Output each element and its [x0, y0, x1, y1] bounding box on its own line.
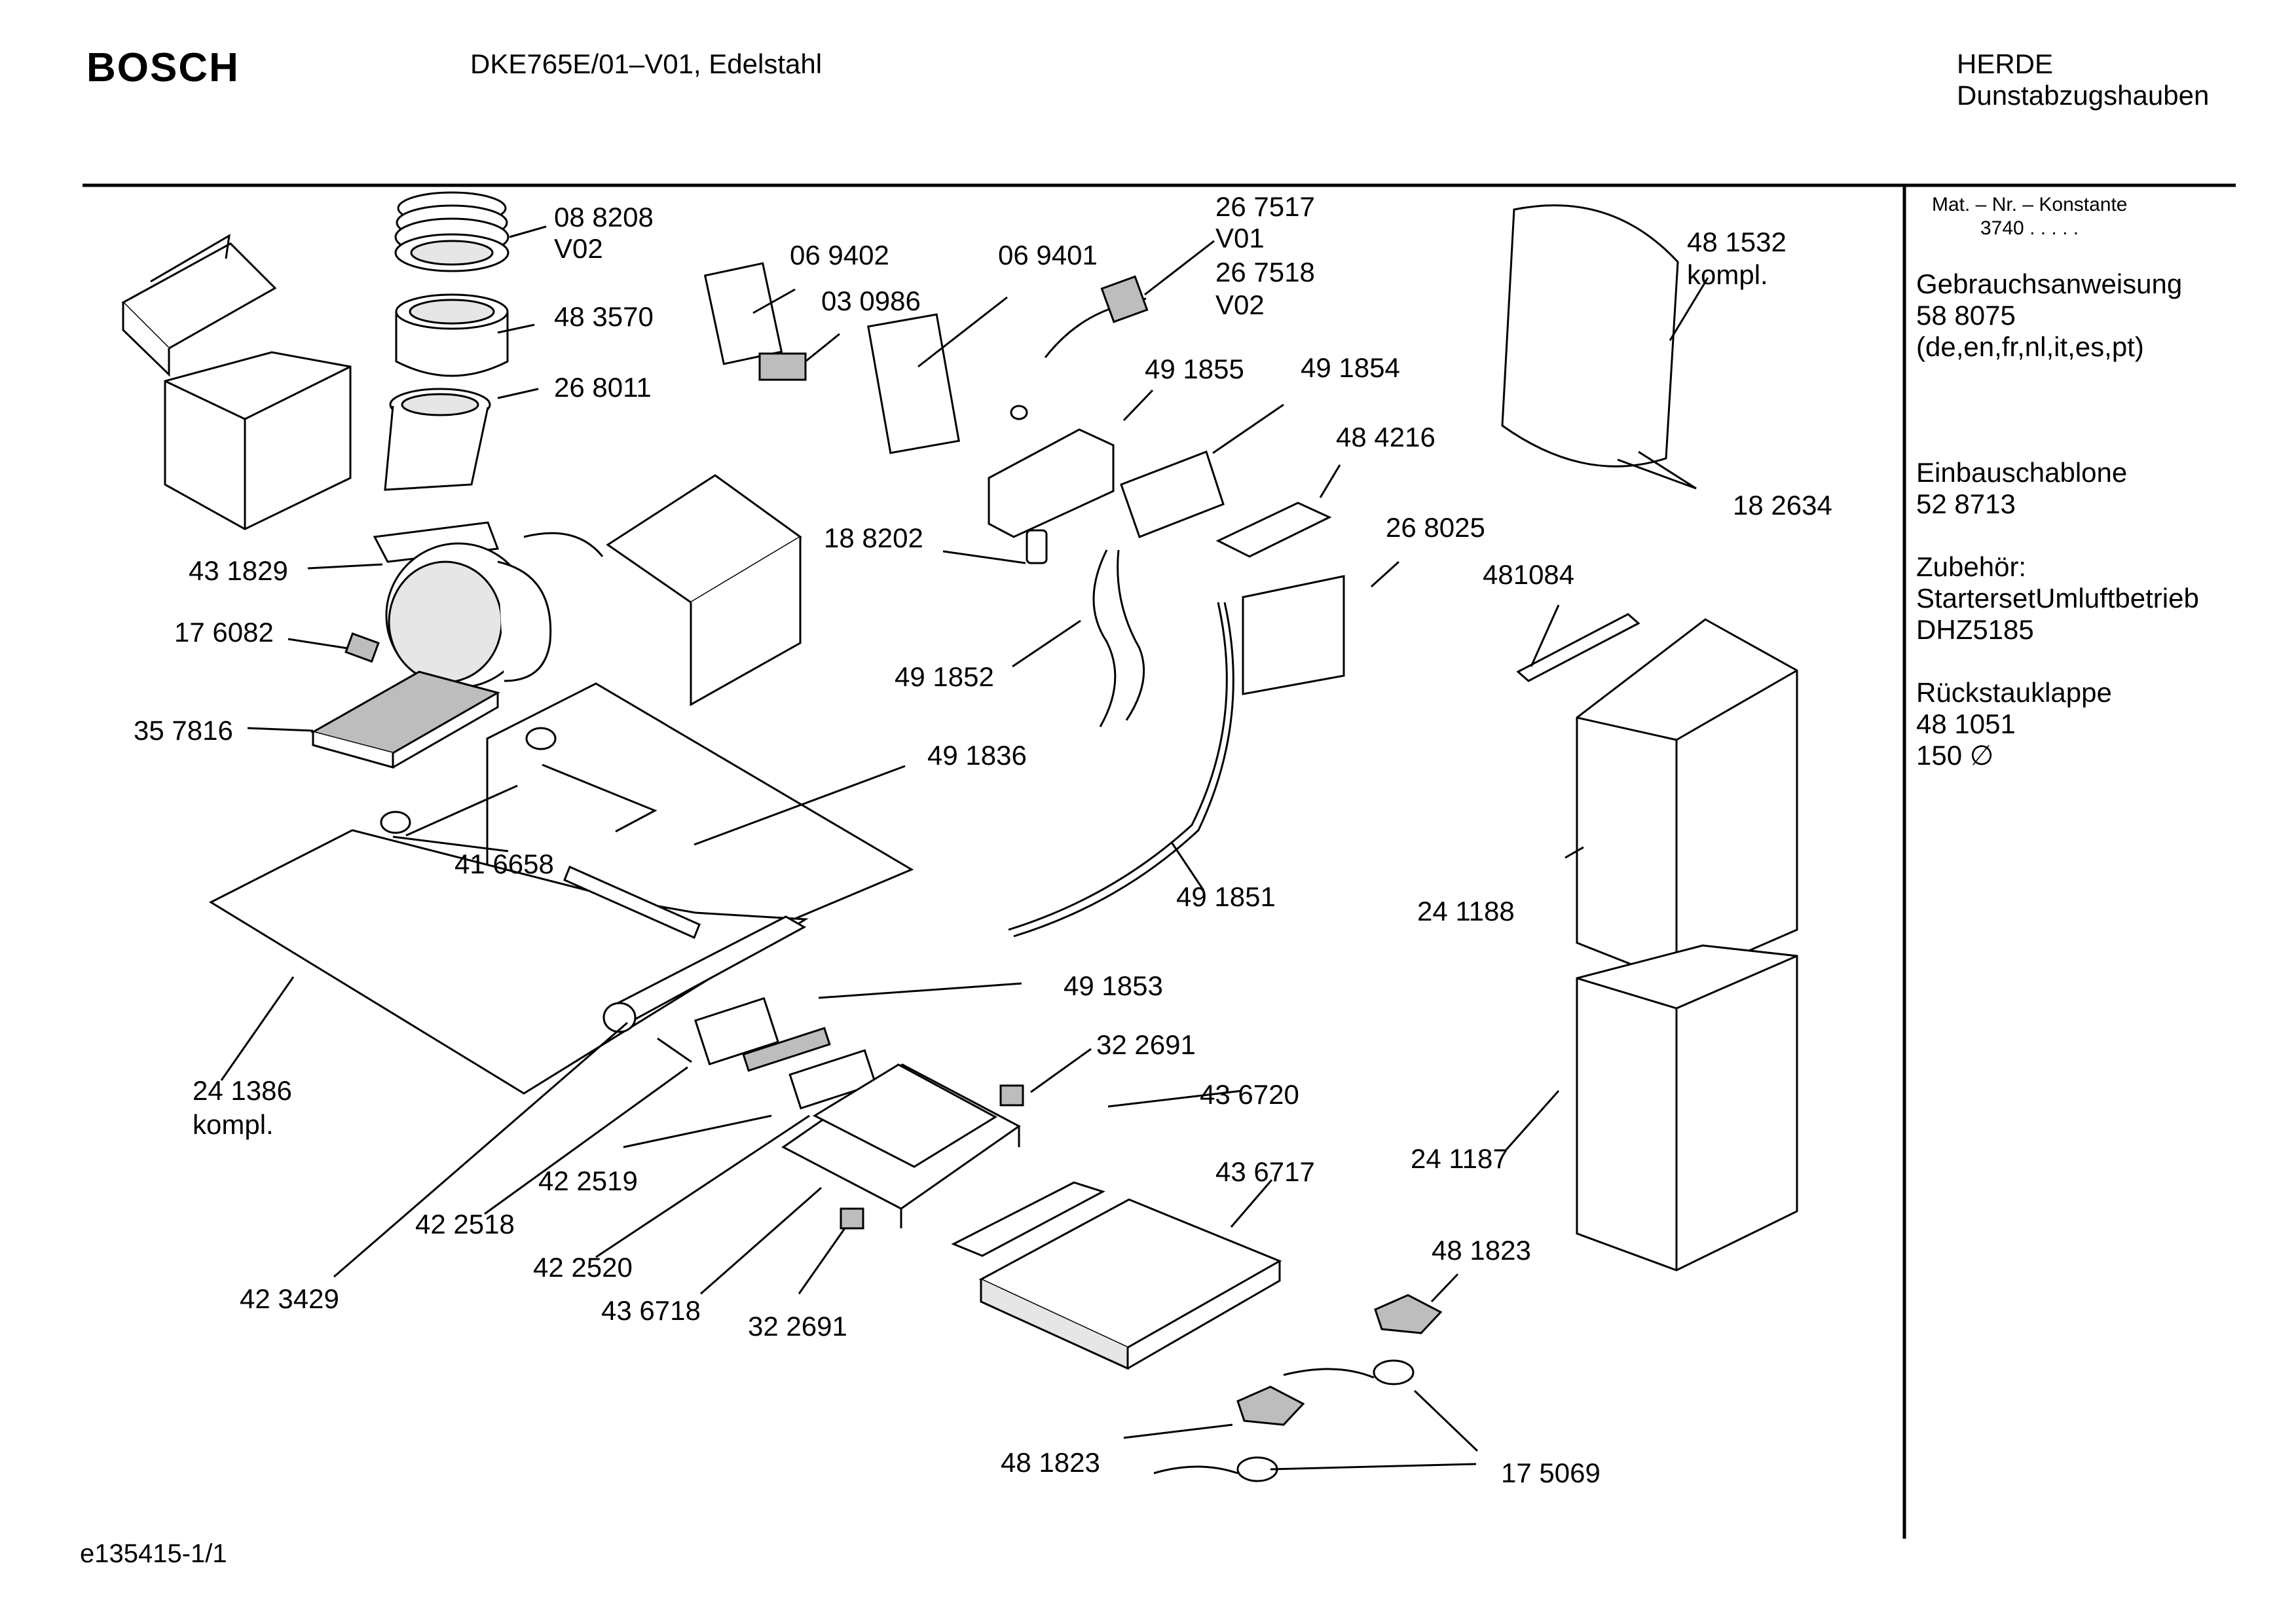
mat-number-value: 3740 . . . . . [1980, 217, 2079, 239]
category-line2: Dunstabzugshauben [1957, 80, 2210, 111]
accessory-number: DHZ5185 [1916, 614, 2034, 645]
part-label: V02 [1215, 289, 1265, 320]
ballast [1215, 502, 1332, 558]
terminal-block [758, 352, 807, 381]
part-label: V02 [554, 233, 603, 264]
part-label: 24 1187 [1411, 1143, 1508, 1174]
part-label: 26 7517 [1215, 191, 1315, 222]
part-label: 26 7518 [1215, 257, 1315, 287]
upper-chimney-section [1576, 618, 1798, 983]
light-diffuser-strip [951, 1181, 1105, 1257]
air-outlet-connector [384, 388, 491, 491]
part-label: 17 6082 [174, 617, 274, 648]
part-label: 48 4216 [1336, 422, 1435, 452]
part-label: 49 1855 [1145, 354, 1244, 384]
lower-chimney-section [1576, 944, 1798, 1272]
mat-number-header: Mat. – Nr. – Konstante [1932, 194, 2128, 215]
backflow-flap-diameter: 150 ∅ [1916, 740, 1994, 771]
part-label: 43 6720 [1200, 1079, 1299, 1110]
part-label: 24 1386 [193, 1075, 292, 1106]
diagram-code: e135415-1/1 [80, 1539, 227, 1568]
duct-adapter [395, 293, 509, 377]
blower-motor [373, 521, 604, 689]
manual-languages: (de,en,fr,nl,it,es,pt) [1916, 331, 2144, 362]
part-label: 42 3429 [240, 1283, 339, 1314]
chimney-bracket [1516, 613, 1640, 682]
part-label: 43 6717 [1215, 1156, 1315, 1187]
manual-number: 58 8075 [1916, 300, 2016, 331]
part-label: 42 2518 [415, 1209, 515, 1239]
lamp-holder-cable [1092, 549, 1145, 727]
part-label: V01 [1215, 223, 1265, 253]
part-label: 42 2519 [538, 1165, 638, 1196]
lamp-cover [1242, 575, 1345, 695]
light-strip [563, 865, 701, 940]
part-label: 26 8025 [1386, 512, 1485, 543]
part-label: 35 7816 [134, 715, 233, 746]
grease-filter [310, 670, 500, 769]
switch-holder [867, 313, 960, 454]
part-label: 06 9402 [790, 240, 889, 270]
part-label: 06 9401 [998, 240, 1098, 270]
cover-plate [812, 1063, 998, 1168]
part-label: 18 8202 [824, 522, 923, 553]
transformer [1120, 450, 1225, 538]
accessory-name: StartersetUmluftbetrieb [1916, 583, 2199, 614]
part-label: 49 1853 [1064, 970, 1163, 1001]
part-label: kompl. [1687, 259, 1768, 290]
part-label: 48 3570 [554, 301, 654, 332]
mounting-template-sheet [1501, 204, 1679, 467]
part-label: 32 2691 [1096, 1029, 1196, 1060]
part-label: 08 8208 [554, 202, 654, 232]
hose-clamp-ring [394, 191, 509, 272]
model-title: DKE765E/01–V01, Edelstahl [470, 48, 823, 79]
part-label: 49 1851 [1176, 881, 1276, 912]
power-cable [1044, 275, 1149, 358]
part-label: 24 1188 [1417, 896, 1515, 926]
template-number: 52 8713 [1916, 488, 2016, 519]
halogen-lamp-lower [1153, 1385, 1305, 1482]
control-board [694, 997, 877, 1110]
main-wiring-harness [1008, 602, 1234, 938]
part-label: 49 1854 [1301, 352, 1400, 383]
part-label: 481084 [1483, 559, 1575, 590]
part-label: 49 1836 [927, 740, 1027, 771]
part-label: 48 1823 [1001, 1447, 1100, 1478]
part-label: 41 6658 [454, 849, 554, 879]
part-label: kompl. [193, 1109, 274, 1140]
motor-housing-box [606, 474, 802, 706]
chimney-inner-cover [164, 351, 352, 530]
control-panel-bar [602, 915, 807, 1033]
leader-lines [220, 225, 1709, 1471]
canopy-bottom-plate [208, 811, 809, 1095]
part-label: 03 0986 [821, 285, 921, 316]
part-label: 48 1823 [1432, 1235, 1531, 1266]
accessory-label: Zubehör: [1916, 551, 2027, 582]
wall-mounting-bracket [121, 234, 277, 377]
part-label: 49 1852 [895, 661, 994, 692]
mounting-plate-small [703, 262, 783, 365]
part-label: 43 6718 [601, 1295, 701, 1326]
category-line1: HERDE [1957, 48, 2054, 79]
motor-cover [988, 405, 1115, 538]
capacitor [1026, 529, 1048, 564]
brand-logo: BOSCH [86, 45, 240, 90]
fan-clip [344, 632, 380, 663]
cable-clip-lower [840, 1207, 864, 1230]
part-label: 48 1532 [1687, 227, 1787, 257]
filter-tray [978, 1198, 1282, 1370]
cable-clip-upper [999, 1084, 1024, 1107]
part-label: 43 1829 [189, 555, 288, 586]
template-label: Einbauschablone [1916, 457, 2128, 488]
halogen-lamp-upper [1283, 1294, 1443, 1385]
manual-label: Gebrauchsanweisung [1916, 268, 2183, 299]
part-label: 42 2520 [533, 1252, 633, 1283]
part-label: 26 8011 [554, 372, 652, 403]
part-label: 17 5069 [1501, 1457, 1601, 1488]
backflow-flap-label: Rückstauklappe [1916, 677, 2112, 708]
part-label: 32 2691 [748, 1311, 847, 1342]
part-label: 18 2634 [1733, 490, 1832, 521]
backflow-flap-number: 48 1051 [1916, 708, 2016, 739]
